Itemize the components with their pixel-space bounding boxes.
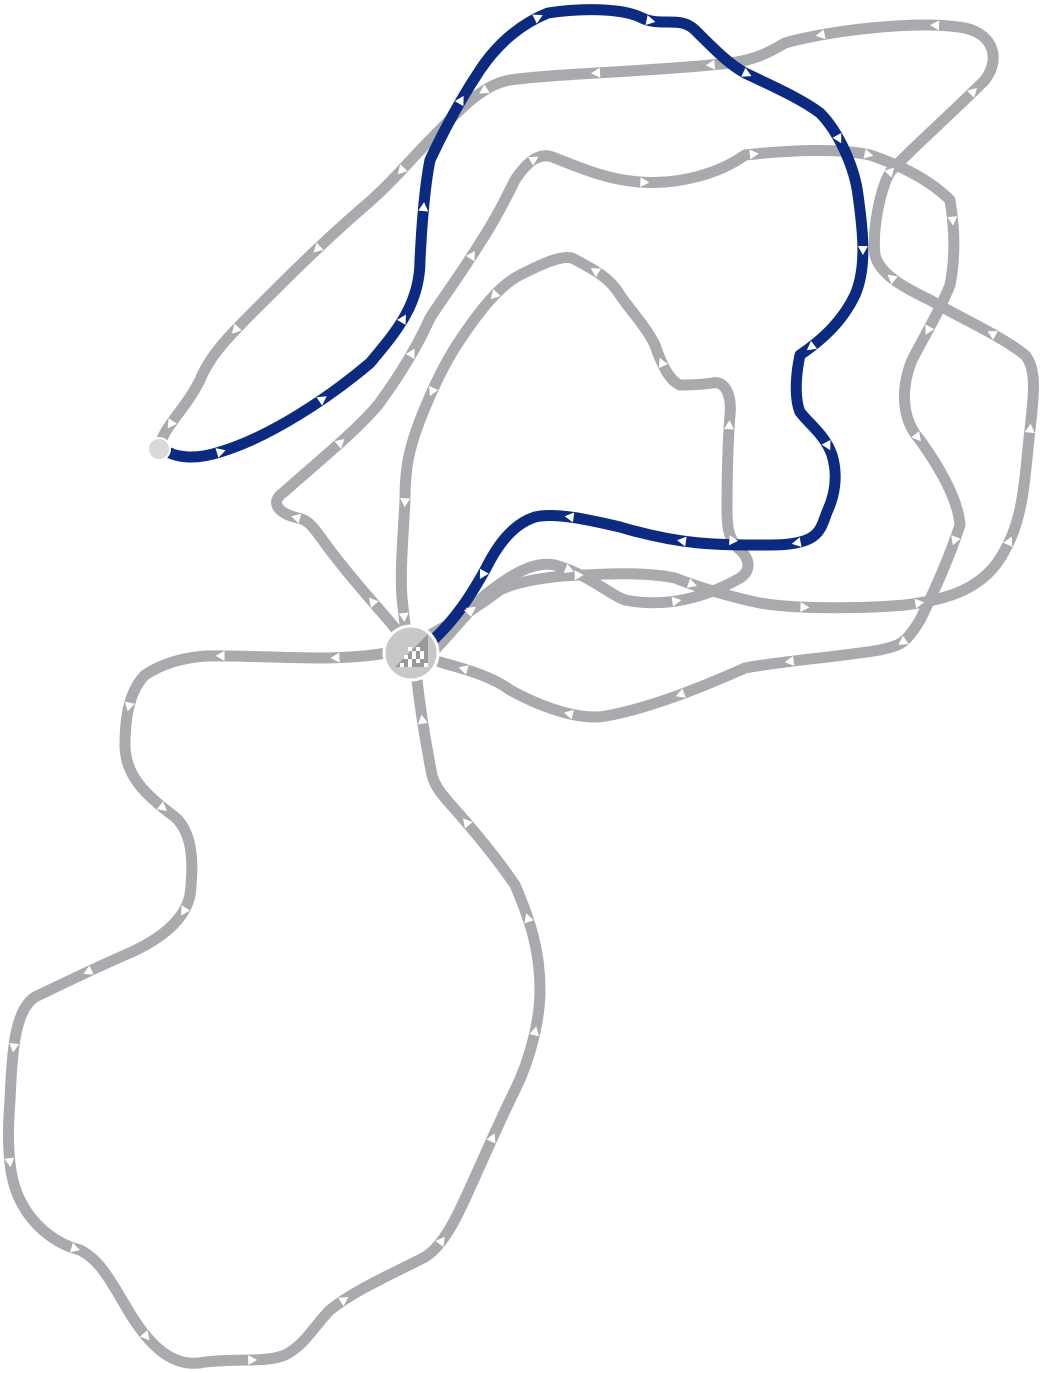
- direction-arrow-icon: [987, 331, 998, 340]
- direction-arrow-icon: [398, 612, 409, 622]
- selected-route[interactable]: [157, 4, 869, 649]
- direction-arrow-icon: [645, 15, 656, 25]
- direction-arrow-icon: [930, 20, 940, 31]
- direction-arrow-icon: [248, 1355, 258, 1366]
- direction-arrow-icon: [338, 1297, 349, 1307]
- direction-arrow-icon: [671, 596, 682, 607]
- direction-arrow-icon: [429, 385, 439, 397]
- direction-arrow-icon: [465, 251, 475, 262]
- direction-arrow-icon: [677, 536, 687, 547]
- direction-arrow-icon: [640, 177, 650, 188]
- route-b[interactable]: [154, 19, 1039, 646]
- direction-arrow-icon: [316, 396, 327, 406]
- direction-arrow-icon: [925, 324, 935, 335]
- route-c[interactable]: [395, 251, 754, 661]
- direction-arrow-icon: [947, 216, 958, 226]
- direction-arrow-icon: [524, 913, 534, 924]
- direction-arrow-icon: [69, 1242, 81, 1253]
- direction-arrow-icon: [479, 84, 490, 94]
- direction-arrow-icon: [724, 420, 734, 430]
- direction-arrow-icon: [951, 535, 961, 546]
- direction-arrow-icon: [806, 340, 818, 351]
- direction-arrow-icon: [458, 665, 469, 675]
- direction-arrow-icon: [675, 688, 686, 698]
- direction-arrow-icon: [330, 652, 340, 663]
- direction-arrow-icon: [291, 513, 302, 524]
- direction-arrow-icon: [887, 274, 898, 285]
- direction-arrow-icon: [911, 431, 921, 442]
- direction-arrow-icon: [479, 568, 489, 580]
- route-d[interactable]: [2, 645, 546, 1369]
- direction-arrow-icon: [528, 156, 539, 166]
- direction-arrow-icon: [884, 167, 895, 178]
- direction-arrow-icon: [1003, 536, 1013, 547]
- direction-arrow-icon: [215, 448, 226, 458]
- direction-arrow-icon: [821, 439, 831, 451]
- markers: [147, 437, 440, 682]
- direction-arrow-icon: [564, 512, 575, 523]
- direction-arrow-icon: [532, 14, 543, 24]
- direction-arrow-icon: [1024, 423, 1035, 434]
- direction-arrow-icon: [181, 905, 190, 916]
- direction-arrow-icon: [749, 149, 759, 160]
- direction-arrow-icon: [368, 597, 379, 608]
- direction-arrow-icon: [231, 323, 242, 334]
- direction-arrow-icon: [729, 534, 739, 546]
- direction-arrow-icon: [741, 67, 752, 77]
- direction-arrow-icon: [832, 132, 842, 144]
- direction-arrow-icon: [139, 1330, 150, 1341]
- direction-arrow-icon: [167, 418, 177, 429]
- direction-arrow-icon: [435, 1236, 445, 1247]
- route-a[interactable]: [271, 145, 966, 723]
- direction-arrow-icon: [124, 701, 135, 712]
- direction-arrow-icon: [791, 537, 802, 548]
- direction-arrow-icon: [418, 202, 429, 212]
- direction-arrow-icon: [815, 29, 826, 40]
- direction-arrow-icon: [486, 1133, 496, 1144]
- direction-arrow-icon: [4, 1157, 15, 1168]
- direction-arrow-icon: [563, 563, 574, 574]
- direction-arrow-icon: [705, 59, 716, 70]
- direction-arrow-icon: [334, 438, 345, 449]
- direction-arrow-icon: [590, 268, 602, 278]
- base-routes-layer: [2, 19, 1039, 1369]
- direction-arrow-icon: [83, 965, 94, 975]
- start-point-dot-icon[interactable]: [147, 437, 171, 461]
- direction-arrow-icon: [313, 242, 324, 253]
- direction-arrow-icon: [967, 87, 978, 98]
- direction-arrow-icon: [397, 164, 408, 175]
- direction-arrow-icon: [397, 314, 406, 325]
- direction-arrow-icon: [417, 714, 428, 725]
- direction-arrow-icon: [857, 246, 868, 256]
- direction-arrow-icon: [454, 95, 464, 107]
- direction-arrow-icon: [405, 348, 415, 359]
- direction-arrow-icon: [529, 1026, 540, 1037]
- direction-arrow-icon: [686, 578, 697, 588]
- direction-arrow-icon: [574, 570, 584, 581]
- direction-arrow-icon: [490, 289, 501, 300]
- direction-arrow-icon: [215, 650, 225, 661]
- direction-arrow-icon: [863, 148, 874, 159]
- direction-arrow-icon: [591, 67, 601, 78]
- direction-arrow-icon: [784, 656, 795, 666]
- direction-arrow-icon: [658, 357, 668, 369]
- selected-route-line[interactable]: [157, 4, 869, 649]
- direction-arrow-icon: [898, 635, 909, 645]
- direction-arrow-icon: [463, 606, 474, 617]
- direction-arrow-icon: [914, 598, 925, 609]
- direction-arrow-icon: [156, 801, 167, 811]
- direction-arrow-icon: [400, 497, 411, 508]
- direction-arrow-icon: [563, 709, 574, 720]
- direction-arrow-icon: [800, 602, 810, 613]
- direction-arrow-icon: [462, 818, 473, 829]
- direction-arrows: [4, 14, 1035, 1366]
- finish-checkered-flag-icon[interactable]: [382, 624, 440, 682]
- direction-arrow-icon: [9, 1042, 20, 1053]
